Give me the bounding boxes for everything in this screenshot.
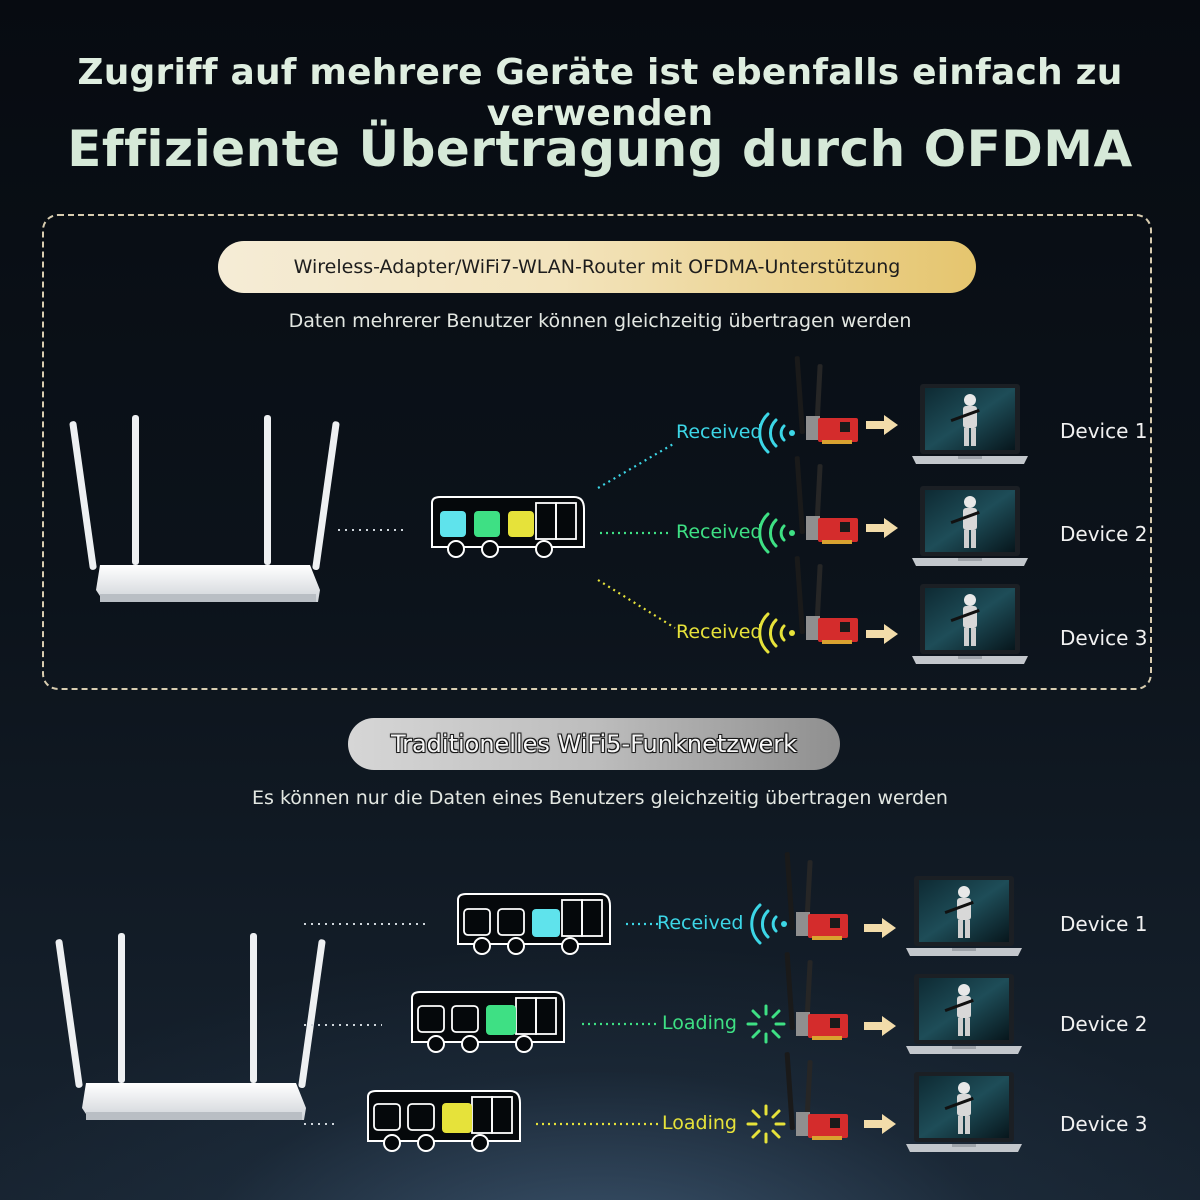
branch-line-1 — [597, 442, 676, 489]
wifi5-bus-icon — [367, 1090, 521, 1152]
wifi-signal-icon — [758, 612, 795, 654]
loading-spinner-icon — [746, 1104, 786, 1144]
ofdma-description: Daten mehrerer Benutzer können gleichzei… — [288, 310, 912, 332]
wifi-adapter-icon — [794, 555, 858, 644]
wifi5-status-2: Loading — [662, 1012, 737, 1034]
subheadline: Effiziente Übertragung durch OFDMA — [67, 120, 1133, 178]
laptop-icon — [912, 384, 1028, 464]
arrow-right-icon — [866, 518, 898, 538]
ofdma-status-2: Received — [676, 521, 763, 543]
wifi5-status-1: Received — [657, 912, 744, 934]
wifi-signal-icon — [750, 903, 787, 945]
ofdma-router-icon — [69, 415, 340, 602]
ofdma-pill: Wireless-Adapter/WiFi7-WLAN-Router mit O… — [218, 241, 976, 293]
packet-yellow — [442, 1103, 472, 1133]
wifi5-device-2: Device 2 — [1060, 1012, 1148, 1036]
packet-cyan — [440, 511, 466, 537]
packet-green — [474, 511, 500, 537]
wifi-adapter-icon — [784, 851, 848, 940]
branch-line-3 — [597, 579, 676, 629]
ofdma-device-2: Device 2 — [1060, 522, 1148, 546]
laptop-icon — [912, 486, 1028, 566]
headline: Zugriff auf mehrere Geräte ist ebenfalls… — [77, 52, 1123, 134]
laptop-icon — [906, 1072, 1022, 1152]
arrow-right-icon — [864, 1114, 896, 1134]
packet-green — [486, 1005, 516, 1035]
wifi-adapter-icon — [794, 355, 858, 444]
wifi5-device-1: Device 1 — [1060, 912, 1148, 936]
wifi5-status-3: Loading — [662, 1112, 737, 1134]
ofdma-bus-icon — [431, 496, 585, 558]
wifi-signal-icon — [758, 512, 795, 554]
ofdma-status-3: Received — [676, 621, 763, 643]
wifi5-description: Es können nur die Daten eines Benutzers … — [252, 787, 948, 809]
wifi5-device-3: Device 3 — [1060, 1112, 1148, 1136]
arrow-right-icon — [866, 415, 898, 435]
ofdma-device-3: Device 3 — [1060, 626, 1148, 650]
laptop-icon — [906, 974, 1022, 1054]
laptop-icon — [906, 876, 1022, 956]
arrow-right-icon — [866, 624, 898, 644]
packet-yellow — [508, 511, 534, 537]
wifi5-bus-icon — [411, 991, 565, 1053]
wifi5-bus-icon — [457, 893, 611, 955]
laptop-icon — [912, 584, 1028, 664]
ofdma-device-1: Device 1 — [1060, 419, 1148, 443]
wifi-adapter-icon — [784, 1051, 848, 1140]
ofdma-status-1: Received — [676, 421, 763, 443]
wifi-adapter-icon — [784, 951, 848, 1040]
loading-spinner-icon — [746, 1004, 786, 1044]
wifi-signal-icon — [758, 412, 795, 454]
wifi5-pill: Traditionelles WiFi5-Funknetzwerk — [348, 718, 840, 770]
arrow-right-icon — [864, 918, 896, 938]
wifi-adapter-icon — [794, 455, 858, 544]
ofdma-panel — [42, 214, 1152, 690]
wifi5-router-icon — [55, 933, 326, 1120]
packet-cyan — [532, 909, 560, 937]
arrow-right-icon — [864, 1016, 896, 1036]
